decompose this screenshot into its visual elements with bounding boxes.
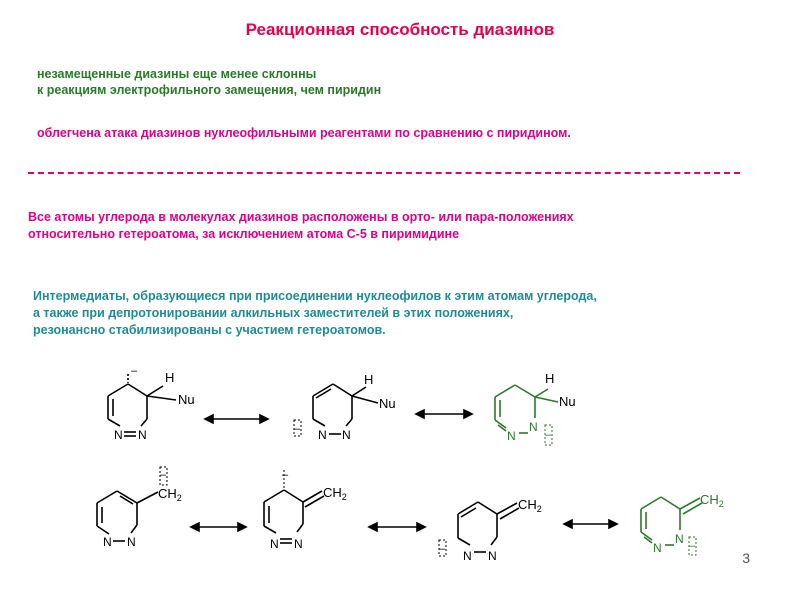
- structure-7-labels: CH2 N N –: [653, 492, 724, 555]
- s1-n1: N: [114, 428, 123, 442]
- s6-ch2: CH2: [518, 497, 542, 514]
- structure-4-labels: CH2 N N –: [103, 469, 182, 549]
- s6-charge: –: [439, 543, 446, 555]
- intermediates-line-2: а также при депротонировании алкильных з…: [33, 306, 514, 320]
- intro-line-1: незамещенные диазины еще менее склонны: [37, 67, 317, 81]
- s7-ch2: CH2: [700, 492, 724, 509]
- intermediates-line-3: резонансно стабилизированы с участием ге…: [33, 323, 386, 337]
- nucleophilic-note: облегчена атака диазинов нуклеофильными …: [37, 126, 571, 140]
- s5-n2: N: [294, 537, 303, 551]
- intermediates-line-1: Интермедиаты, образующиеся при присоедин…: [33, 289, 597, 303]
- s2-charge: –: [294, 423, 301, 435]
- structure-1-labels: H Nu N N –: [114, 365, 195, 442]
- structure-5-labels: CH2 N N –: [270, 469, 347, 551]
- s3-nu: Nu: [559, 394, 576, 409]
- carbon-positions-line-2: относительно гетероатома, за исключением…: [28, 227, 460, 241]
- s2-n1: N: [318, 428, 327, 442]
- s5-n1: N: [270, 537, 279, 551]
- structure-6-labels: CH2 N N –: [439, 497, 542, 563]
- s1-charge: –: [131, 365, 138, 377]
- s1-nu: Nu: [178, 392, 195, 407]
- s6-n1: N: [463, 549, 472, 563]
- structure-7: [640, 496, 703, 556]
- carbon-positions-text: Все атомы углерода в молекулах диазинов …: [28, 209, 574, 243]
- s3-n2: N: [529, 420, 538, 434]
- intro-text: незамещенные диазины еще менее склонны к…: [37, 66, 381, 98]
- s6-n2: N: [488, 549, 497, 563]
- page-number: 3: [742, 550, 750, 566]
- s7-charge: –: [689, 540, 696, 552]
- s1-n2: N: [138, 428, 147, 442]
- structure-1: [107, 374, 177, 437]
- intermediates-text: Интермедиаты, образующиеся при присоедин…: [33, 288, 597, 339]
- s5-ch2: CH2: [323, 485, 347, 502]
- structure-6: [438, 501, 520, 557]
- s2-n2: N: [342, 428, 351, 442]
- intro-line-2: к реакциям электрофильного замещения, че…: [37, 83, 382, 97]
- slide-title: Реакционная способность диазинов: [245, 20, 555, 39]
- s4-n2: N: [127, 535, 136, 549]
- structure-3: [494, 384, 559, 446]
- s3-charge: –: [545, 429, 552, 441]
- carbon-positions-line-1: Все атомы углерода в молекулах диазинов …: [28, 210, 574, 224]
- structure-2-labels: H Nu N N –: [294, 372, 396, 442]
- dashed-divider: [28, 172, 740, 174]
- resonance-arrow-4: [367, 521, 427, 533]
- s7-n1: N: [653, 541, 662, 555]
- resonance-arrow-3: [189, 521, 248, 533]
- s2-h: H: [364, 372, 373, 387]
- resonance-arrow-2: [414, 408, 474, 420]
- resonance-arrow-1: [203, 413, 270, 425]
- s4-ch2: CH2: [158, 486, 182, 503]
- s7-n2: N: [675, 532, 684, 546]
- s2-nu: Nu: [379, 396, 396, 411]
- s4-n1: N: [103, 535, 112, 549]
- s3-h: H: [545, 371, 554, 386]
- s3-n1: N: [507, 429, 516, 443]
- s5-charge: –: [282, 469, 289, 481]
- s1-h: H: [165, 370, 174, 385]
- resonance-arrow-5: [562, 518, 619, 530]
- structure-2: [293, 383, 379, 437]
- structure-4: [96, 466, 168, 542]
- structure-3-labels: H Nu N N –: [507, 371, 576, 443]
- structure-5: [263, 470, 325, 544]
- s4-charge: –: [160, 469, 167, 481]
